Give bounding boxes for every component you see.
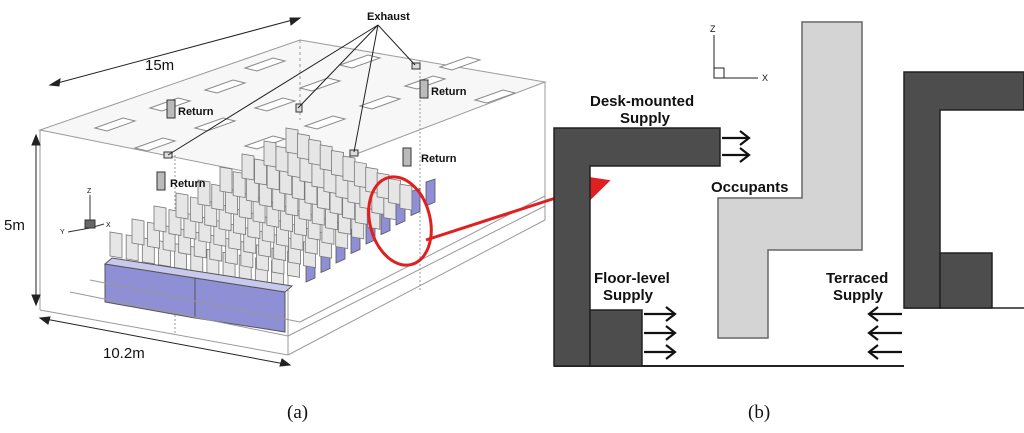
seating-rows: [109, 127, 436, 288]
desk-mounted-body: [553, 127, 721, 367]
seat-back: [319, 144, 333, 172]
seat-back: [285, 127, 299, 155]
seat-back: [241, 153, 255, 181]
occupant-shape: [717, 21, 863, 339]
seat-back: [365, 166, 379, 194]
return-vent-1: Return: [166, 99, 214, 119]
desk-supply-label-1: Desk-mounted: [590, 93, 694, 110]
dimension-depth: [38, 316, 292, 367]
terraced-box: [939, 252, 993, 309]
floor-supply-label-1: Floor-level: [594, 270, 670, 287]
terraced-supply-label-2: Supply: [833, 287, 884, 304]
axis-triad-b: [713, 35, 758, 79]
seat-back: [109, 231, 123, 259]
return-vent-4: Return: [402, 147, 457, 167]
desk-supply-arrows: [722, 130, 751, 163]
dim-width-label: 15m: [145, 57, 174, 74]
return-label-3: Return: [431, 86, 467, 98]
axis-b-x: X: [762, 73, 768, 83]
axis-b-z: Z: [710, 24, 716, 34]
seat-row-end-desk: [425, 178, 436, 207]
axis-a-y: Y: [60, 229, 65, 236]
dim-depth-label: 10.2m: [103, 345, 145, 362]
caption-b: (b): [748, 402, 770, 423]
axis-triad-a: [67, 195, 105, 233]
return-vent-2: Return: [156, 171, 206, 191]
front-desk: [103, 257, 294, 333]
seat-back: [399, 183, 413, 211]
seat-back: [197, 179, 211, 207]
panel-b-section: Desk-mounted Supply Occupants Floor-leve…: [553, 21, 1024, 367]
seat-back: [153, 205, 167, 233]
return-label-4: Return: [421, 153, 457, 165]
dimension-width: [48, 17, 302, 87]
axis-a-z: Z: [87, 188, 92, 195]
seat-back: [175, 192, 189, 220]
highlight-ellipse: [367, 175, 433, 267]
exhaust-leader-lines: [167, 24, 416, 156]
seat-back: [388, 178, 401, 205]
seat-back: [308, 138, 322, 166]
next-row-desk: [903, 71, 1024, 309]
return-label-1: Return: [178, 106, 214, 118]
terraced-supply-arrows: [867, 306, 902, 360]
seat-back: [331, 149, 344, 177]
dim-height-label: 5m: [4, 217, 25, 234]
seat-back: [342, 155, 356, 183]
terraced-supply-label-1: Terraced: [826, 270, 888, 287]
floor-supply-arrows: [644, 306, 677, 360]
seat-back: [131, 218, 145, 246]
room-wireframe: [38, 39, 547, 356]
exhaust-label: Exhaust: [367, 11, 410, 23]
seat-back: [296, 133, 310, 161]
seat-back: [263, 140, 277, 168]
axis-a-x: X: [106, 222, 111, 229]
panel-a-isometric-room: Return Return Return Return Exhaust: [4, 11, 547, 367]
floor-level-box: [589, 309, 643, 367]
occupants-label: Occupants: [711, 179, 789, 196]
floor-supply-label-2: Supply: [603, 287, 654, 304]
caption-a: (a): [287, 402, 308, 423]
seat-back: [353, 161, 367, 189]
desk-supply-label-2: Supply: [620, 110, 671, 127]
return-vent-3: Return: [419, 79, 467, 99]
seat-back: [219, 166, 233, 194]
dimension-height: [31, 133, 41, 307]
return-label-2: Return: [170, 178, 206, 190]
